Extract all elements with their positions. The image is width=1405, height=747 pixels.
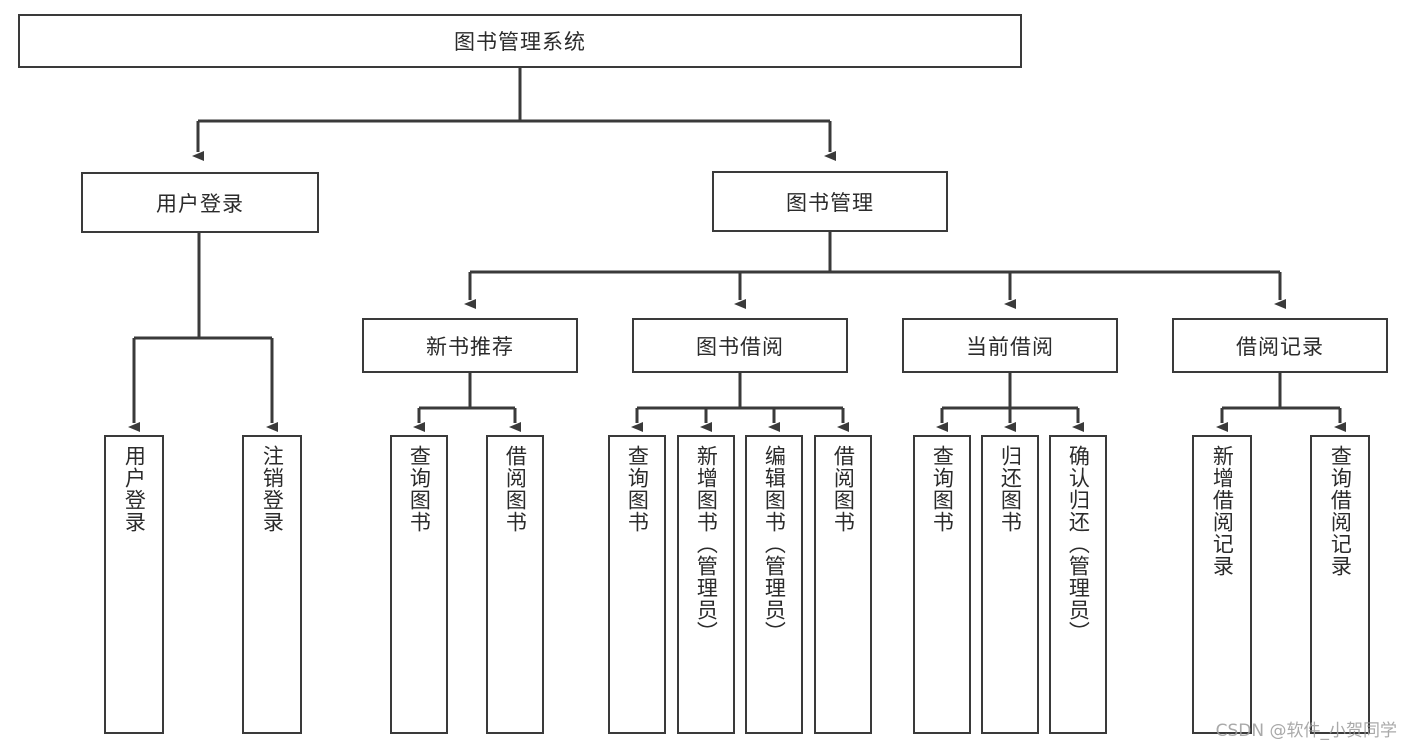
leaf-user-login-login[interactable]: 用户登录 [104,435,164,734]
node-label: 新书推荐 [426,334,514,359]
node-root-library-system[interactable]: 图书管理系统 [18,14,1022,68]
node-current-borrow[interactable]: 当前借阅 [902,318,1118,373]
node-label: 查询图书 [625,445,650,533]
node-label: 用户登录 [122,445,147,533]
leaf-new-book-borrow[interactable]: 借阅图书 [486,435,544,734]
node-book-management[interactable]: 图书管理 [712,171,948,232]
leaf-new-book-query[interactable]: 查询图书 [390,435,448,734]
node-label: 借阅图书 [831,445,856,533]
node-book-borrow[interactable]: 图书借阅 [632,318,848,373]
node-label: 查询图书 [930,445,955,533]
node-label: 查询借阅记录 [1328,445,1353,577]
leaf-borrow-record-query[interactable]: 查询借阅记录 [1310,435,1370,734]
node-label: 编辑图书（管理员） [762,445,787,643]
leaf-borrow-record-add[interactable]: 新增借阅记录 [1192,435,1252,734]
node-new-book-recommend[interactable]: 新书推荐 [362,318,578,373]
leaf-book-borrow-add[interactable]: 新增图书（管理员） [677,435,735,734]
leaf-current-borrow-query[interactable]: 查询图书 [913,435,971,734]
leaf-user-login-logout[interactable]: 注销登录 [242,435,302,734]
leaf-book-borrow-query[interactable]: 查询图书 [608,435,666,734]
node-label: 查询图书 [407,445,432,533]
leaf-current-borrow-return[interactable]: 归还图书 [981,435,1039,734]
node-borrow-record[interactable]: 借阅记录 [1172,318,1388,373]
node-label: 新增图书（管理员） [694,445,719,643]
node-label: 借阅图书 [503,445,528,533]
node-label: 新增借阅记录 [1210,445,1235,577]
leaf-book-borrow-borrow[interactable]: 借阅图书 [814,435,872,734]
node-label: 借阅记录 [1236,334,1324,359]
node-label: 注销登录 [260,445,285,533]
node-label: 归还图书 [998,445,1023,533]
watermark-text: CSDN @软件_小贺同学 [1215,721,1397,741]
node-label: 图书管理 [786,190,874,215]
leaf-current-borrow-confirm-return[interactable]: 确认归还（管理员） [1049,435,1107,734]
leaf-book-borrow-edit[interactable]: 编辑图书（管理员） [745,435,803,734]
node-label: 用户登录 [156,191,244,216]
node-label: 图书管理系统 [454,30,586,54]
node-label: 确认归还（管理员） [1066,445,1091,643]
node-label: 图书借阅 [696,334,784,359]
node-user-login[interactable]: 用户登录 [81,172,319,233]
node-label: 当前借阅 [966,334,1054,359]
